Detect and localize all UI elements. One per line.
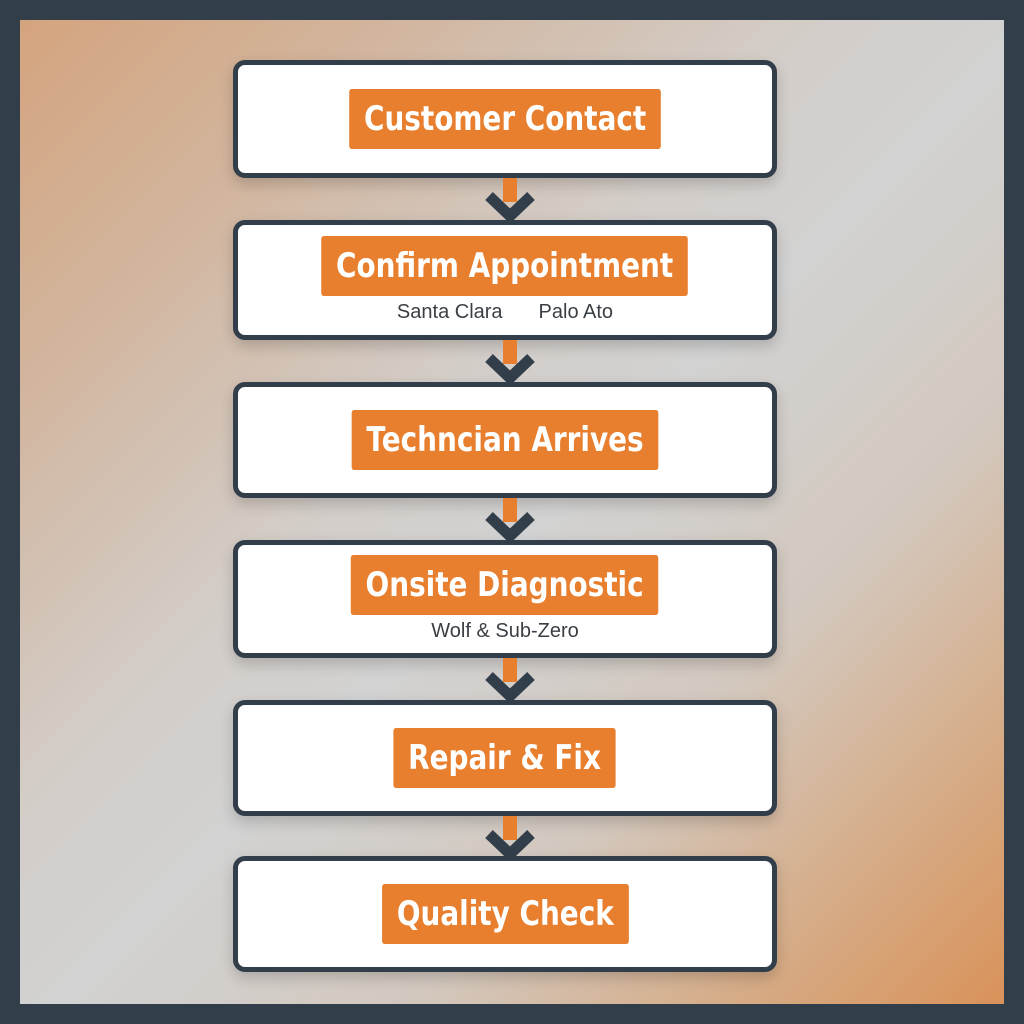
step-label: Onsite Diagnostic [351, 555, 659, 615]
step-label: Repair & Fix [393, 728, 617, 788]
step-onsite-diagnostic: Onsite Diagnostic Wolf & Sub-Zero [233, 540, 777, 658]
down-arrow-chevron-icon [483, 816, 537, 862]
down-arrow-chevron-icon [483, 658, 537, 704]
flowchart-canvas: Customer Contact Confirm Appointment San… [20, 20, 1004, 1004]
step-confirm-appointment: Confirm Appointment Santa Clara Palo Ato [233, 220, 777, 340]
location-palo-alto: Palo Ato [538, 301, 614, 323]
step-details: Santa Clara Palo Ato [397, 300, 613, 324]
down-arrow-chevron-icon [483, 178, 537, 224]
location-santa-clara: Santa Clara [396, 301, 503, 323]
step-repair-fix: Repair & Fix [233, 700, 777, 816]
step-details: Wolf & Sub-Zero [431, 619, 578, 643]
down-arrow-chevron-icon [483, 340, 537, 386]
down-arrow-chevron-icon [483, 498, 537, 544]
step-label: Customer Contact [349, 89, 661, 149]
brand-note: Wolf & Sub-Zero [431, 620, 579, 642]
step-technician-arrives: Techncian Arrives [233, 382, 777, 498]
step-label: Confirm Appointment [321, 236, 689, 296]
step-customer-contact: Customer Contact [233, 60, 777, 178]
step-label: Techncian Arrives [351, 410, 659, 470]
step-quality-check: Quality Check [233, 856, 777, 972]
step-label: Quality Check [381, 884, 629, 944]
